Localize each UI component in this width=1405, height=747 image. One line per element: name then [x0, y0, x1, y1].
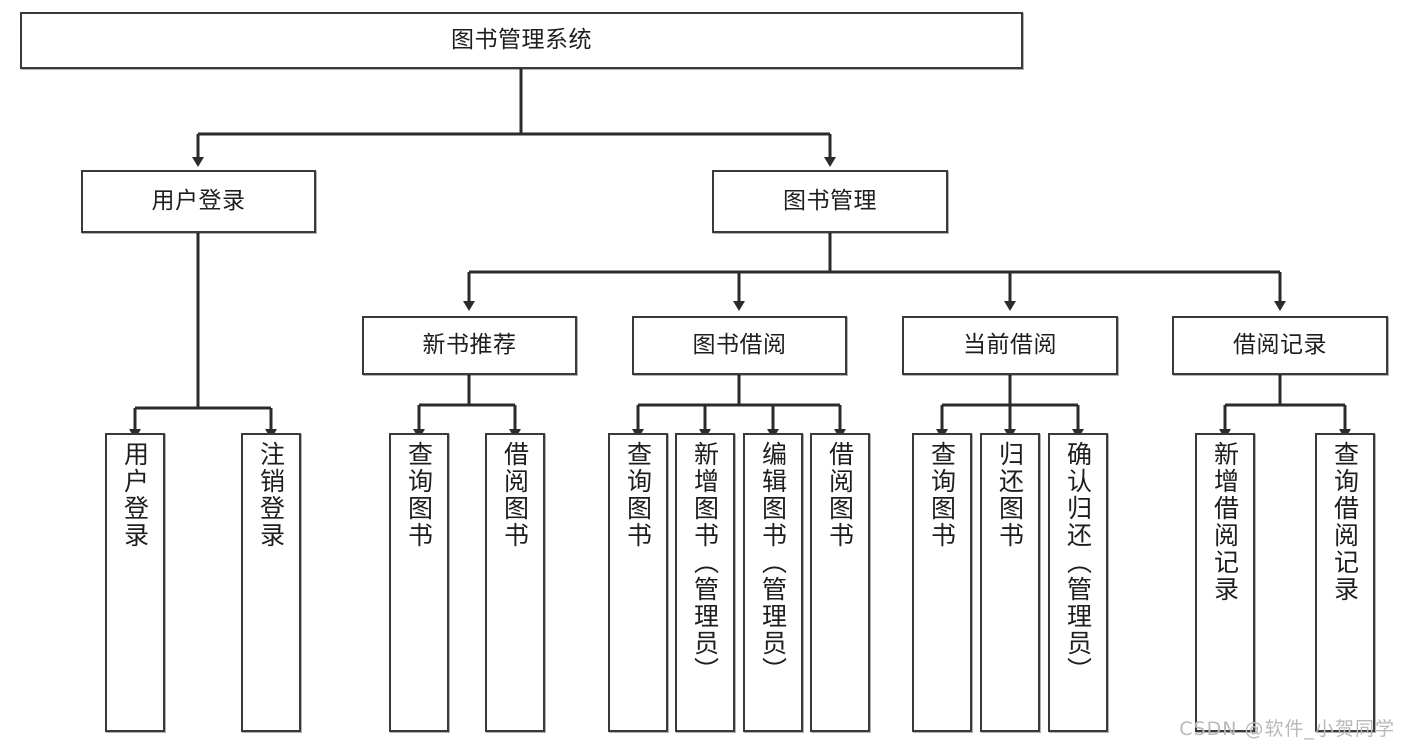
node-user-login[interactable]: 用户登录	[81, 170, 316, 233]
node-leaf-query-book-3[interactable]: 查询图书	[912, 433, 972, 732]
node-borrow-record[interactable]: 借阅记录	[1172, 316, 1388, 375]
node-label: 查询借阅记录	[1330, 441, 1360, 603]
node-label: 借阅图书	[500, 441, 530, 549]
node-root-book-management-system[interactable]: 图书管理系统	[20, 12, 1023, 69]
node-leaf-return-book[interactable]: 归还图书	[980, 433, 1040, 732]
node-label: 图书管理	[783, 187, 877, 214]
node-leaf-query-book-2[interactable]: 查询图书	[608, 433, 668, 732]
node-leaf-user-login[interactable]: 用户登录	[105, 433, 165, 732]
node-label: 新增图书（管理员）	[690, 441, 720, 684]
node-leaf-add-borrow-record[interactable]: 新增借阅记录	[1195, 433, 1255, 732]
node-label: 借阅记录	[1233, 331, 1327, 358]
node-leaf-query-borrow-record[interactable]: 查询借阅记录	[1315, 433, 1375, 732]
node-label: 注销登录	[256, 441, 286, 549]
node-leaf-borrow-book-2[interactable]: 借阅图书	[810, 433, 870, 732]
node-label: 新增借阅记录	[1210, 441, 1240, 603]
node-leaf-confirm-return[interactable]: 确认归还（管理员）	[1048, 433, 1108, 732]
node-leaf-edit-book[interactable]: 编辑图书（管理员）	[743, 433, 803, 732]
node-label: 查询图书	[404, 441, 434, 549]
node-book-borrow[interactable]: 图书借阅	[632, 316, 847, 375]
node-label: 图书借阅	[692, 331, 787, 358]
node-new-book-recommend[interactable]: 新书推荐	[362, 316, 577, 375]
node-label: 图书管理系统	[451, 26, 592, 53]
node-leaf-borrow-book-1[interactable]: 借阅图书	[485, 433, 545, 732]
node-label: 确认归还（管理员）	[1063, 441, 1093, 684]
node-label: 归还图书	[995, 441, 1025, 549]
watermark-csdn: CSDN @软件_小贺同学	[1179, 718, 1395, 740]
node-leaf-logout-login[interactable]: 注销登录	[241, 433, 301, 732]
node-label: 查询图书	[623, 441, 653, 549]
node-label: 新书推荐	[422, 331, 517, 358]
node-label: 查询图书	[927, 441, 957, 549]
node-book-management[interactable]: 图书管理	[712, 170, 948, 233]
node-leaf-add-book[interactable]: 新增图书（管理员）	[675, 433, 735, 732]
node-label: 当前借阅	[963, 331, 1057, 358]
node-current-borrow[interactable]: 当前借阅	[902, 316, 1118, 375]
node-leaf-query-book-1[interactable]: 查询图书	[389, 433, 449, 732]
node-label: 借阅图书	[825, 441, 855, 549]
node-label: 编辑图书（管理员）	[758, 441, 788, 684]
node-label: 用户登录	[120, 441, 150, 549]
node-label: 用户登录	[151, 187, 246, 214]
